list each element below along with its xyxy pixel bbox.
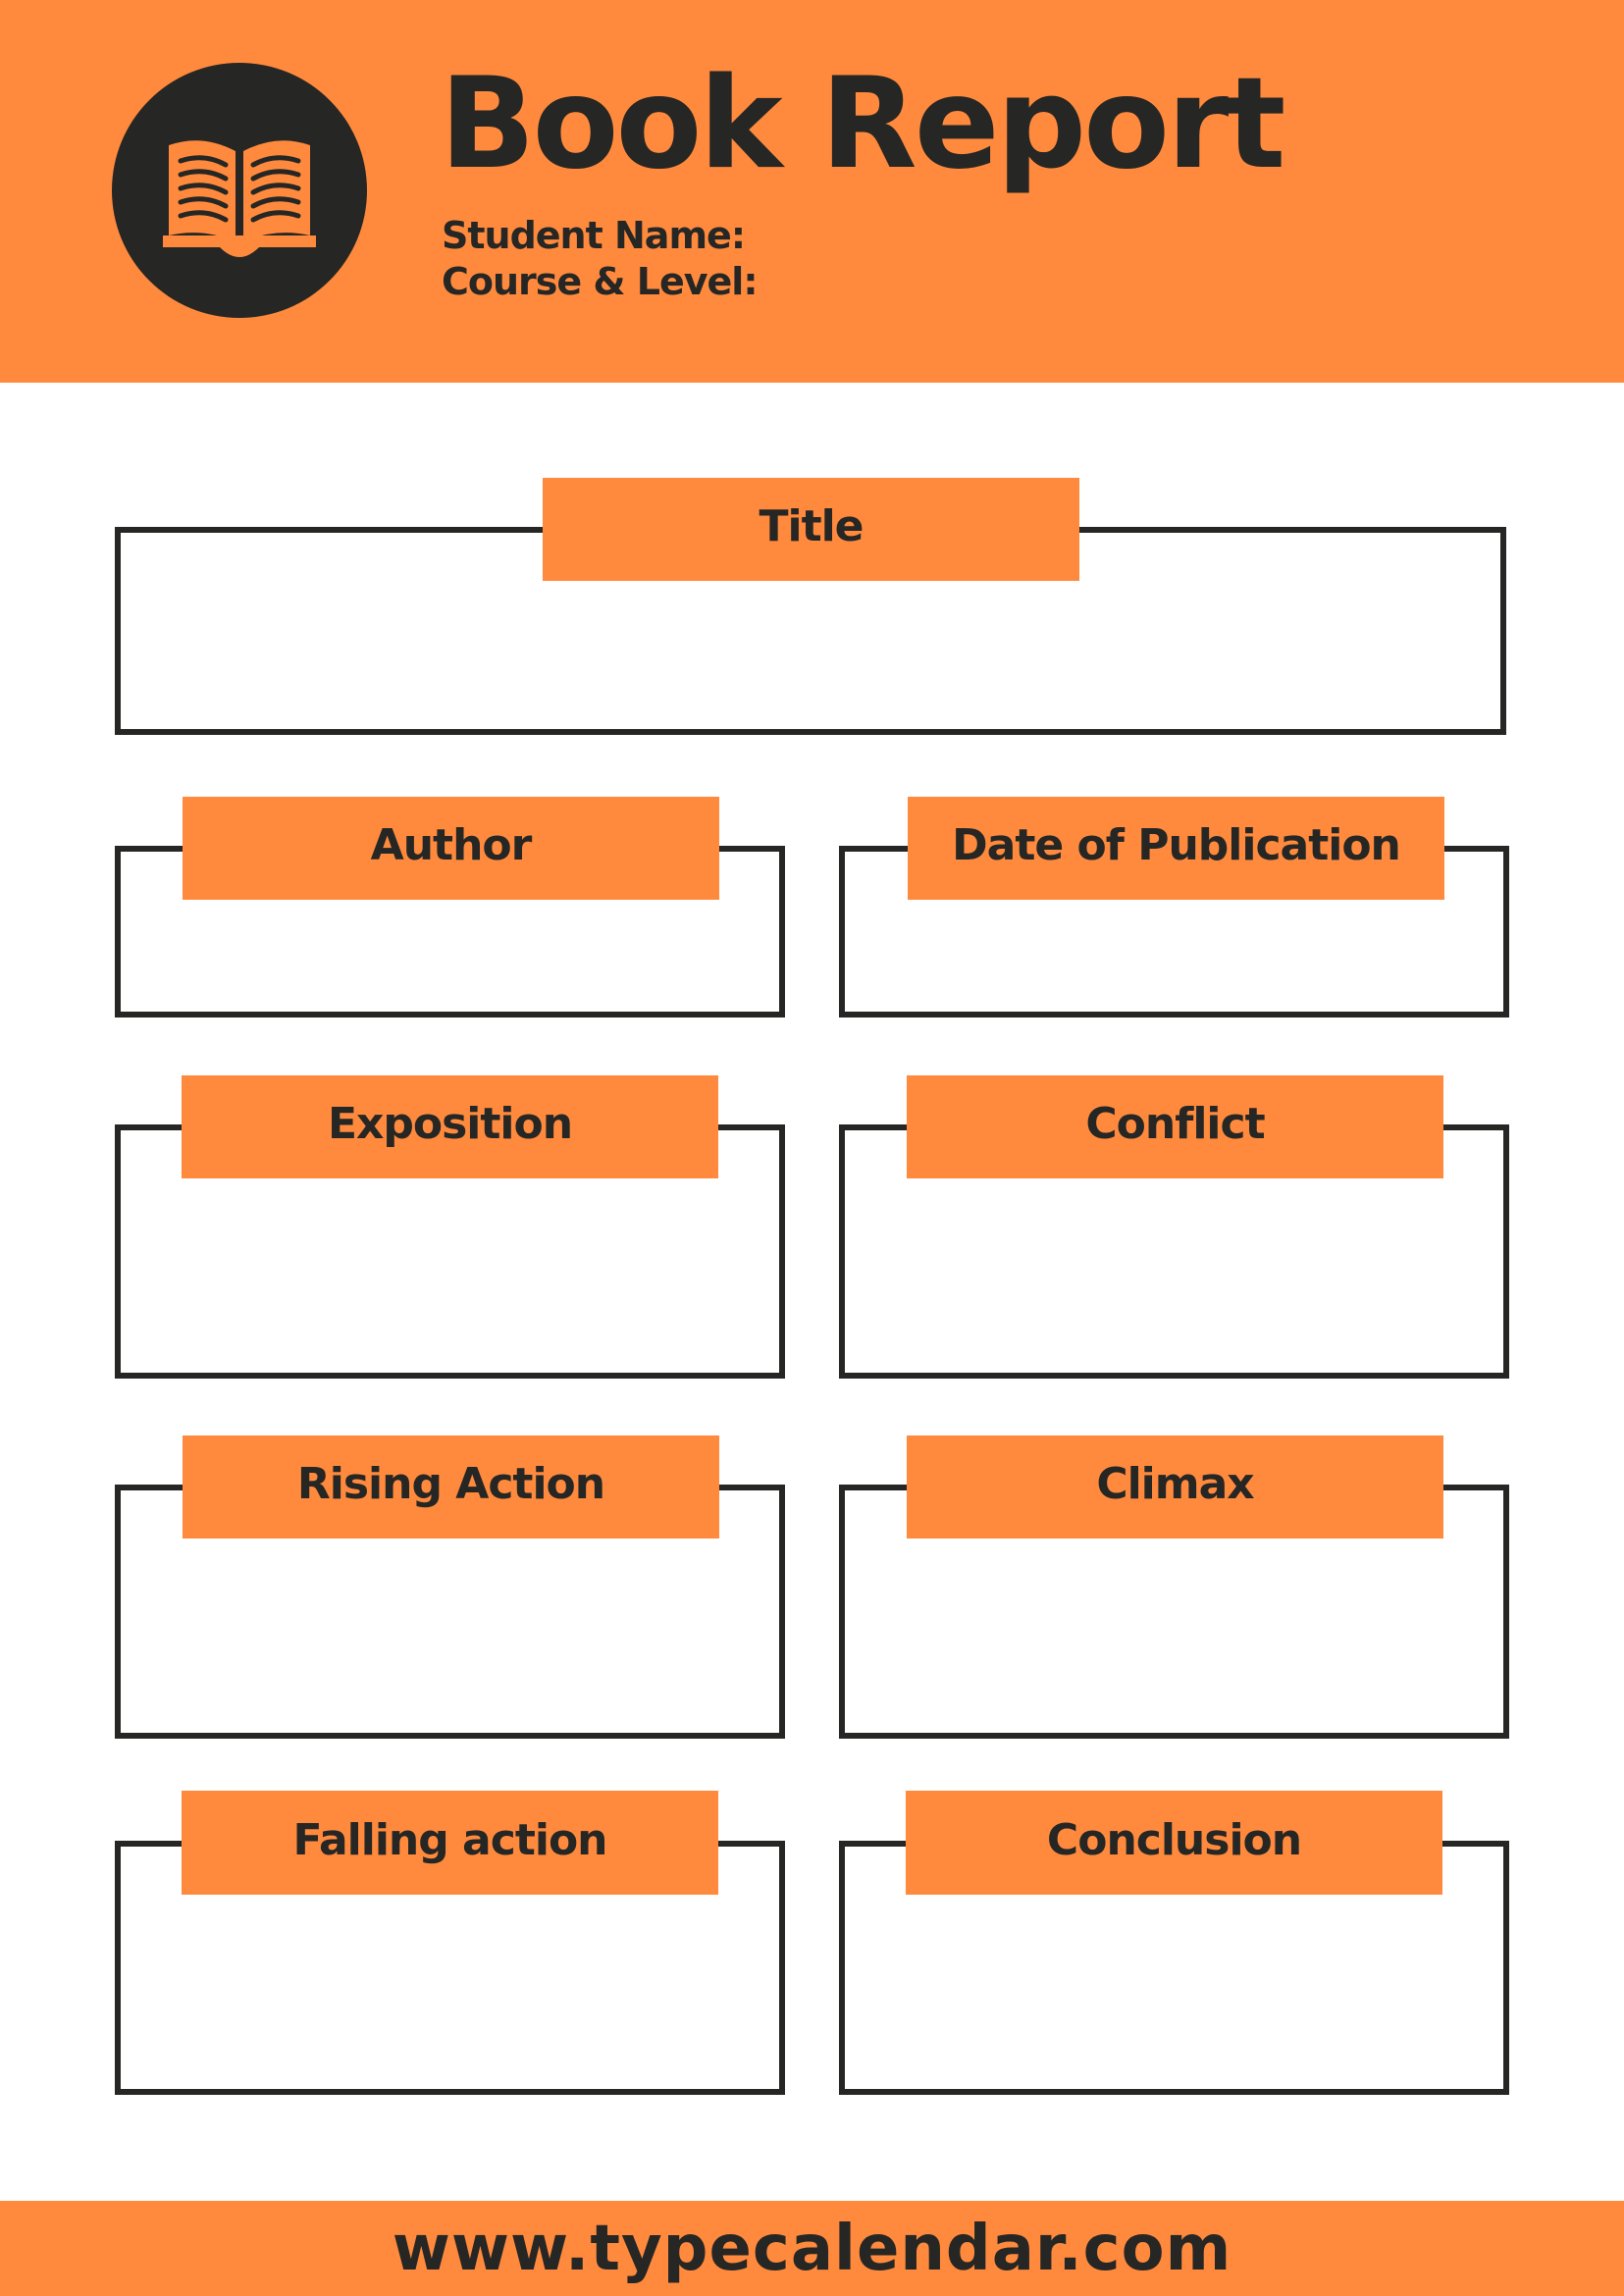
author-label: Author	[183, 797, 719, 900]
footer-url: www.typecalendar.com	[392, 2212, 1232, 2285]
logo-circle	[112, 63, 367, 318]
footer-banner: www.typecalendar.com	[0, 2201, 1624, 2296]
course-level-label: Course & Level:	[442, 260, 759, 303]
climax-label: Climax	[907, 1435, 1443, 1539]
falling-action-label: Falling action	[182, 1791, 718, 1895]
page-title: Book Report	[440, 51, 1285, 197]
conflict-label: Conflict	[907, 1075, 1443, 1178]
student-name-label: Student Name:	[442, 214, 746, 257]
rising-action-label: Rising Action	[183, 1435, 719, 1539]
header-banner: Book Report Student Name: Course & Level…	[0, 0, 1624, 383]
exposition-label: Exposition	[182, 1075, 718, 1178]
title-label: Title	[543, 478, 1079, 581]
open-book-icon	[163, 140, 316, 257]
conclusion-label: Conclusion	[906, 1791, 1442, 1895]
date-of-publication-label: Date of Publication	[908, 797, 1444, 900]
